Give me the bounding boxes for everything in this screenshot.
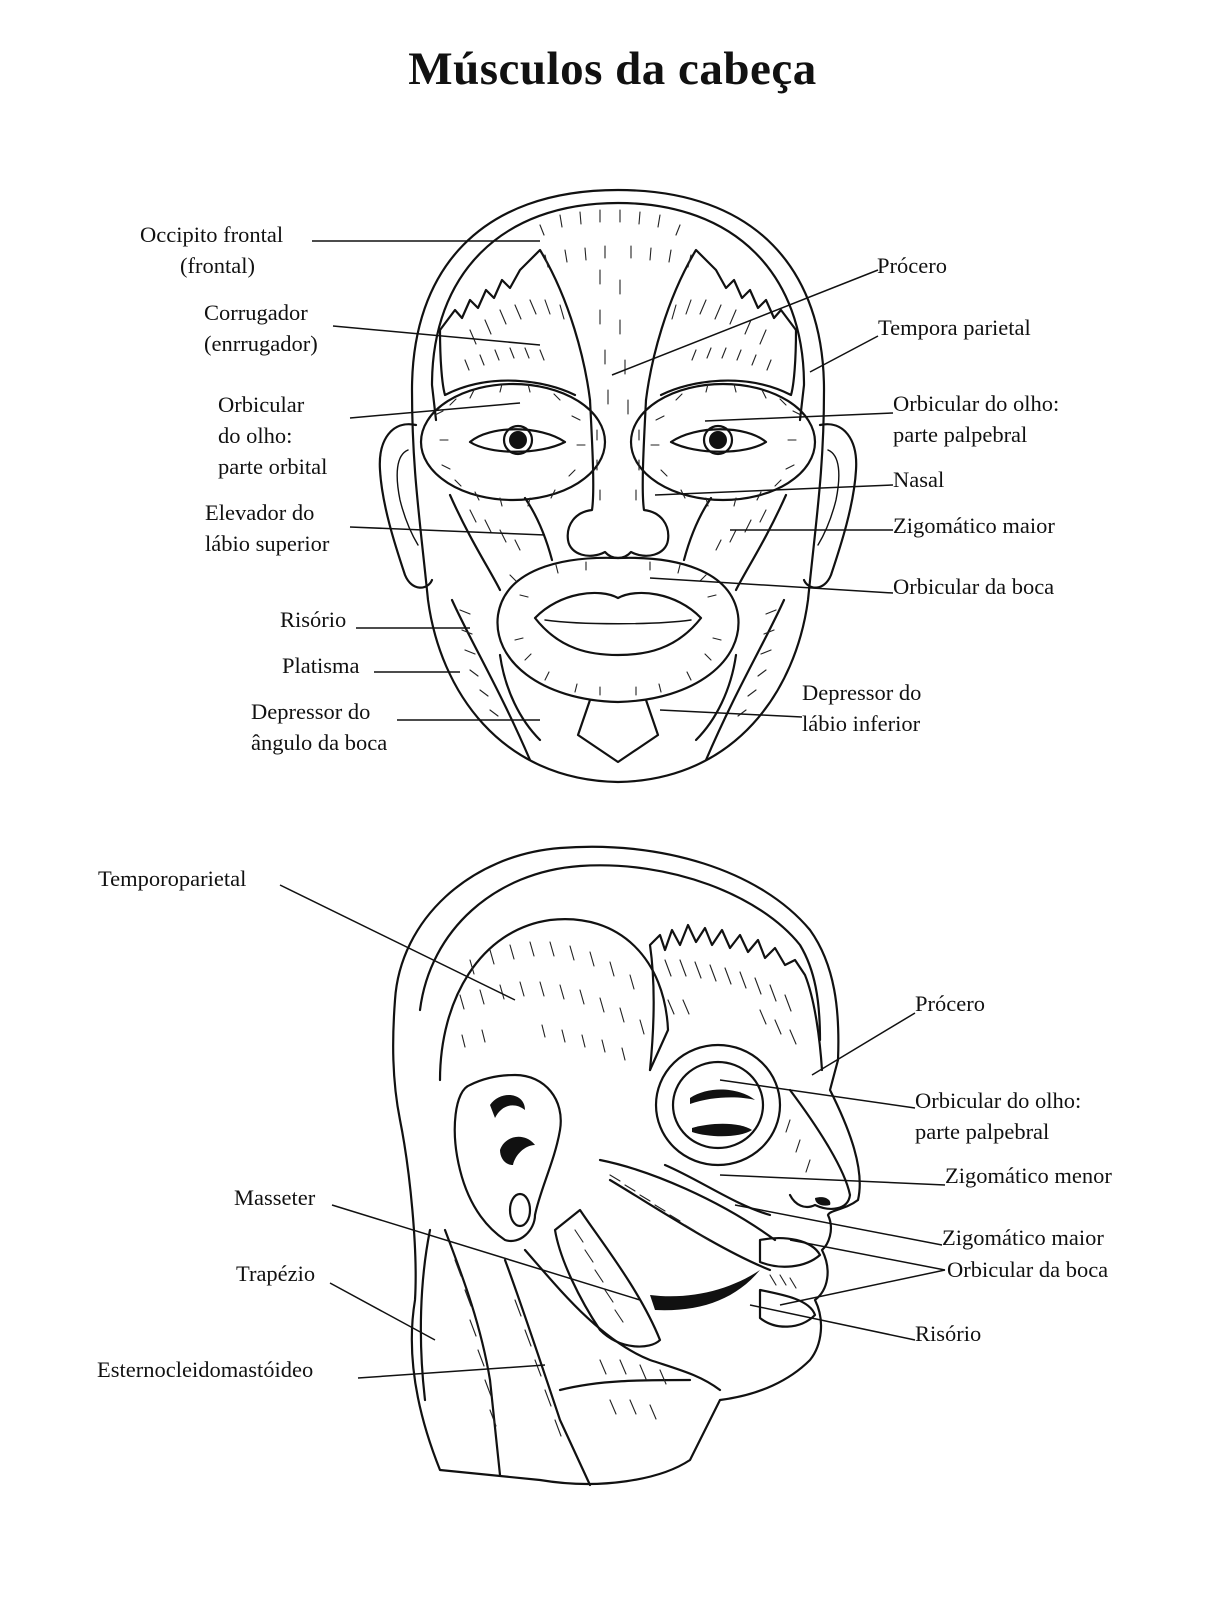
label-line: Orbicular bbox=[218, 392, 305, 417]
label-line: Elevador do bbox=[205, 500, 315, 525]
label-line: lábio superior bbox=[205, 531, 330, 556]
label-line: Tempora parietal bbox=[878, 315, 1031, 340]
label-line: Masseter bbox=[234, 1185, 316, 1210]
diagram-title: Músculos da cabeça bbox=[408, 43, 817, 95]
label-trapezio: Trapézio bbox=[236, 1258, 315, 1289]
label-zigomatico-menor: Zigomático menor bbox=[945, 1160, 1112, 1191]
label-occipito-frontal: Occipito frontal (frontal) bbox=[140, 219, 283, 281]
label-line: Orbicular da boca bbox=[893, 574, 1055, 599]
label-tempora-parietal: Tempora parietal bbox=[878, 312, 1031, 343]
label-zigomatico-maior-front: Zigomático maior bbox=[893, 510, 1055, 541]
label-line: Depressor do bbox=[802, 680, 922, 705]
label-nasal: Nasal bbox=[893, 464, 944, 495]
label-line: Risório bbox=[280, 607, 347, 632]
label-line: (frontal) bbox=[180, 253, 255, 278]
label-masseter: Masseter bbox=[234, 1182, 315, 1213]
front-head-drawing bbox=[378, 188, 858, 784]
label-line: Nasal bbox=[893, 467, 945, 492]
side-leader-lines bbox=[279, 884, 946, 1379]
label-zigomatico-maior-side: Zigomático maior bbox=[942, 1222, 1104, 1253]
label-depressor-angulo: Depressor do ângulo da boca bbox=[251, 696, 387, 758]
label-line: parte orbital bbox=[218, 454, 328, 479]
label-line: Trapézio bbox=[236, 1261, 316, 1286]
front-leader-lines bbox=[312, 240, 894, 721]
label-corrugador: Corrugador (enrrugador) bbox=[204, 297, 318, 359]
label-orbicular-boca-side: Orbicular da boca bbox=[947, 1254, 1108, 1285]
label-line: Zigomático menor bbox=[945, 1163, 1112, 1188]
label-depressor-labio-inferior: Depressor do lábio inferior bbox=[802, 677, 921, 739]
label-orbicular-boca-front: Orbicular da boca bbox=[893, 571, 1054, 602]
label-risorio-front: Risório bbox=[280, 604, 346, 635]
label-temporoparietal: Temporoparietal bbox=[98, 863, 246, 894]
label-orbicular-orbital: Orbicular do olho: parte orbital bbox=[218, 389, 327, 482]
label-line: (enrrugador) bbox=[204, 331, 318, 356]
label-esternocleidomastoideo: Esternocleidomastóideo bbox=[97, 1354, 313, 1385]
label-line: Platisma bbox=[282, 653, 360, 678]
label-orbicular-palpebral-front: Orbicular do olho: parte palpebral bbox=[893, 388, 1059, 450]
side-head-drawing bbox=[392, 845, 861, 1487]
label-risorio-side: Risório bbox=[915, 1318, 981, 1349]
label-line: Orbicular do olho: bbox=[893, 391, 1060, 416]
label-line: lábio inferior bbox=[802, 711, 921, 736]
label-line: Orbicular da boca bbox=[947, 1257, 1109, 1282]
label-line: parte palpebral bbox=[893, 422, 1028, 447]
label-line: Prócero bbox=[915, 991, 985, 1016]
label-line: Depressor do bbox=[251, 699, 371, 724]
label-line: do olho: bbox=[218, 423, 293, 448]
label-elevador-labio: Elevador do lábio superior bbox=[205, 497, 329, 559]
label-procero-side: Prócero bbox=[915, 988, 985, 1019]
label-line: Temporoparietal bbox=[98, 866, 247, 891]
label-platisma: Platisma bbox=[282, 650, 360, 681]
label-line: parte palpebral bbox=[915, 1119, 1050, 1144]
label-line: Esternocleidomastóideo bbox=[97, 1357, 314, 1382]
label-line: ângulo da boca bbox=[251, 730, 388, 755]
label-line: Risório bbox=[915, 1321, 982, 1346]
label-line: Orbicular do olho: bbox=[915, 1088, 1082, 1113]
label-line: Occipito frontal bbox=[140, 222, 284, 247]
label-line: Zigomático maior bbox=[942, 1225, 1104, 1250]
label-line: Corrugador bbox=[204, 300, 308, 325]
label-line: Zigomático maior bbox=[893, 513, 1055, 538]
label-orbicular-palpebral-side: Orbicular do olho: parte palpebral bbox=[915, 1085, 1081, 1147]
label-line: Prócero bbox=[877, 253, 947, 278]
label-procero-front: Prócero bbox=[877, 250, 947, 281]
